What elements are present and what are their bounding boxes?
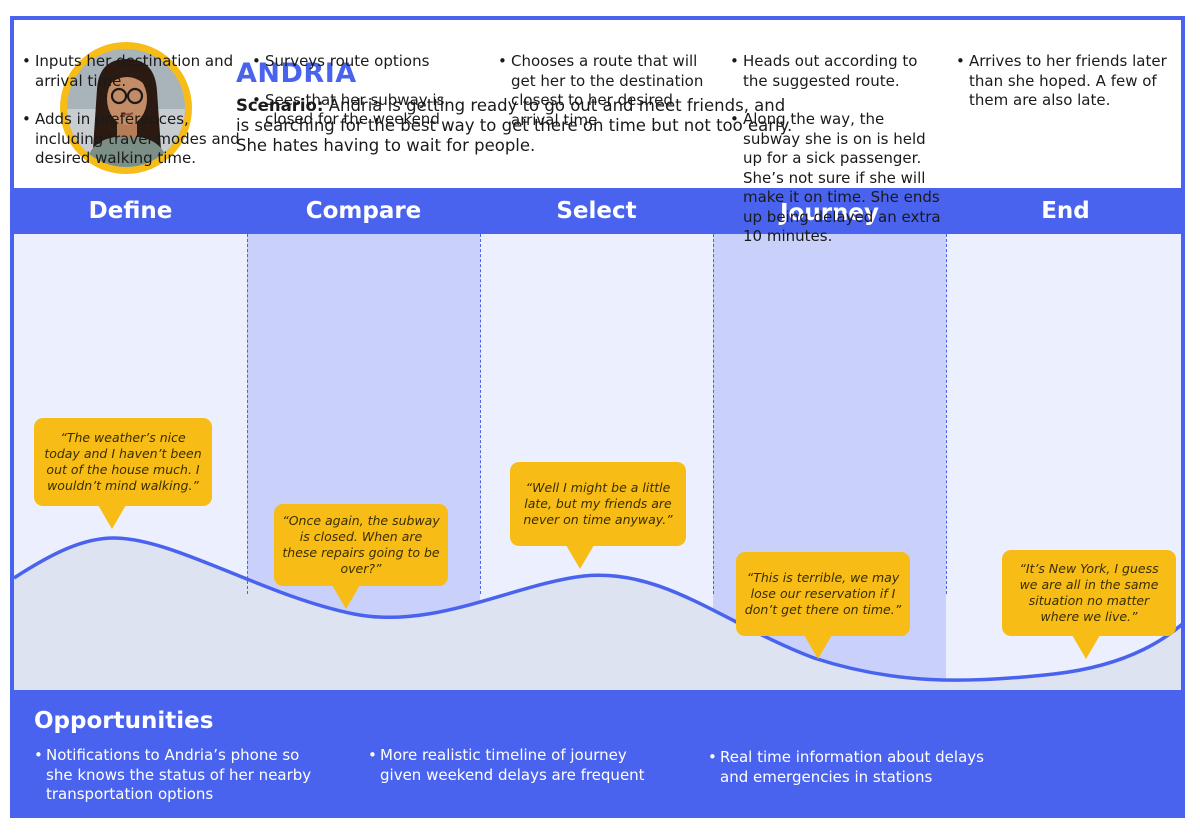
stage-title-compare: Compare [305, 198, 422, 224]
list-item: Chooses a route that will get her to the… [498, 52, 710, 130]
quote-bubble-compare: “Once again, the subway is closed. When … [274, 504, 448, 609]
quote-bubble-journey: “This is terrible, we may lose our reser… [736, 552, 910, 659]
stage-divider [713, 234, 714, 594]
stage-divider [247, 234, 248, 594]
opportunity-item: More realistic timeline of journey given… [368, 746, 668, 785]
stage-bullets-select: Chooses a route that will get her to the… [498, 52, 710, 149]
stage-title-define: Define [88, 198, 173, 224]
list-item: Adds in preferences, including travel mo… [22, 110, 244, 169]
emotion-curve [14, 536, 1181, 690]
stage-bullets-compare: Surveys route options Sees that her subw… [252, 52, 474, 149]
stage-bullets-define: Inputs her destination and arrival time.… [22, 52, 244, 188]
list-item: Surveys route options [252, 52, 474, 72]
list-item: Along the way, the subway she is on is h… [730, 110, 942, 247]
quote-bubble-select: “Well I might be a little late, but my f… [510, 462, 686, 569]
stage-bullets-journey: Heads out according to the suggested rou… [730, 52, 942, 266]
stage-bullets-end: Arrives to her friends later than she ho… [956, 52, 1168, 130]
opportunity-item: Notifications to Andria’s phone so she k… [34, 746, 324, 805]
journey-map: ANDRIA Scenario: Andria is getting ready… [10, 16, 1185, 818]
stage-title-end: End [1041, 198, 1090, 224]
list-item: Heads out according to the suggested rou… [730, 52, 942, 91]
list-item: Arrives to her friends later than she ho… [956, 52, 1168, 111]
stage-title-bar: Define Compare Select Journey End [14, 188, 1181, 234]
stage-divider [480, 234, 481, 594]
opportunities-title: Opportunities [34, 708, 214, 734]
opportunities-section: Opportunities Notifications to Andria’s … [14, 690, 1181, 814]
quote-bubble-end: “It’s New York, I guess we are all in th… [1002, 550, 1176, 659]
list-item: Inputs her destination and arrival time. [22, 52, 244, 91]
stage-title-select: Select [556, 198, 637, 224]
opportunity-item: Real time information about delays and e… [708, 748, 1008, 787]
emotion-curve-fill [14, 538, 1181, 690]
list-item: Sees that her subway is closed for the w… [252, 91, 474, 130]
emotion-curve-line [14, 536, 1181, 682]
stage-divider [946, 234, 947, 594]
quote-bubble-define: “The weather’s nice today and I haven’t … [34, 418, 212, 529]
